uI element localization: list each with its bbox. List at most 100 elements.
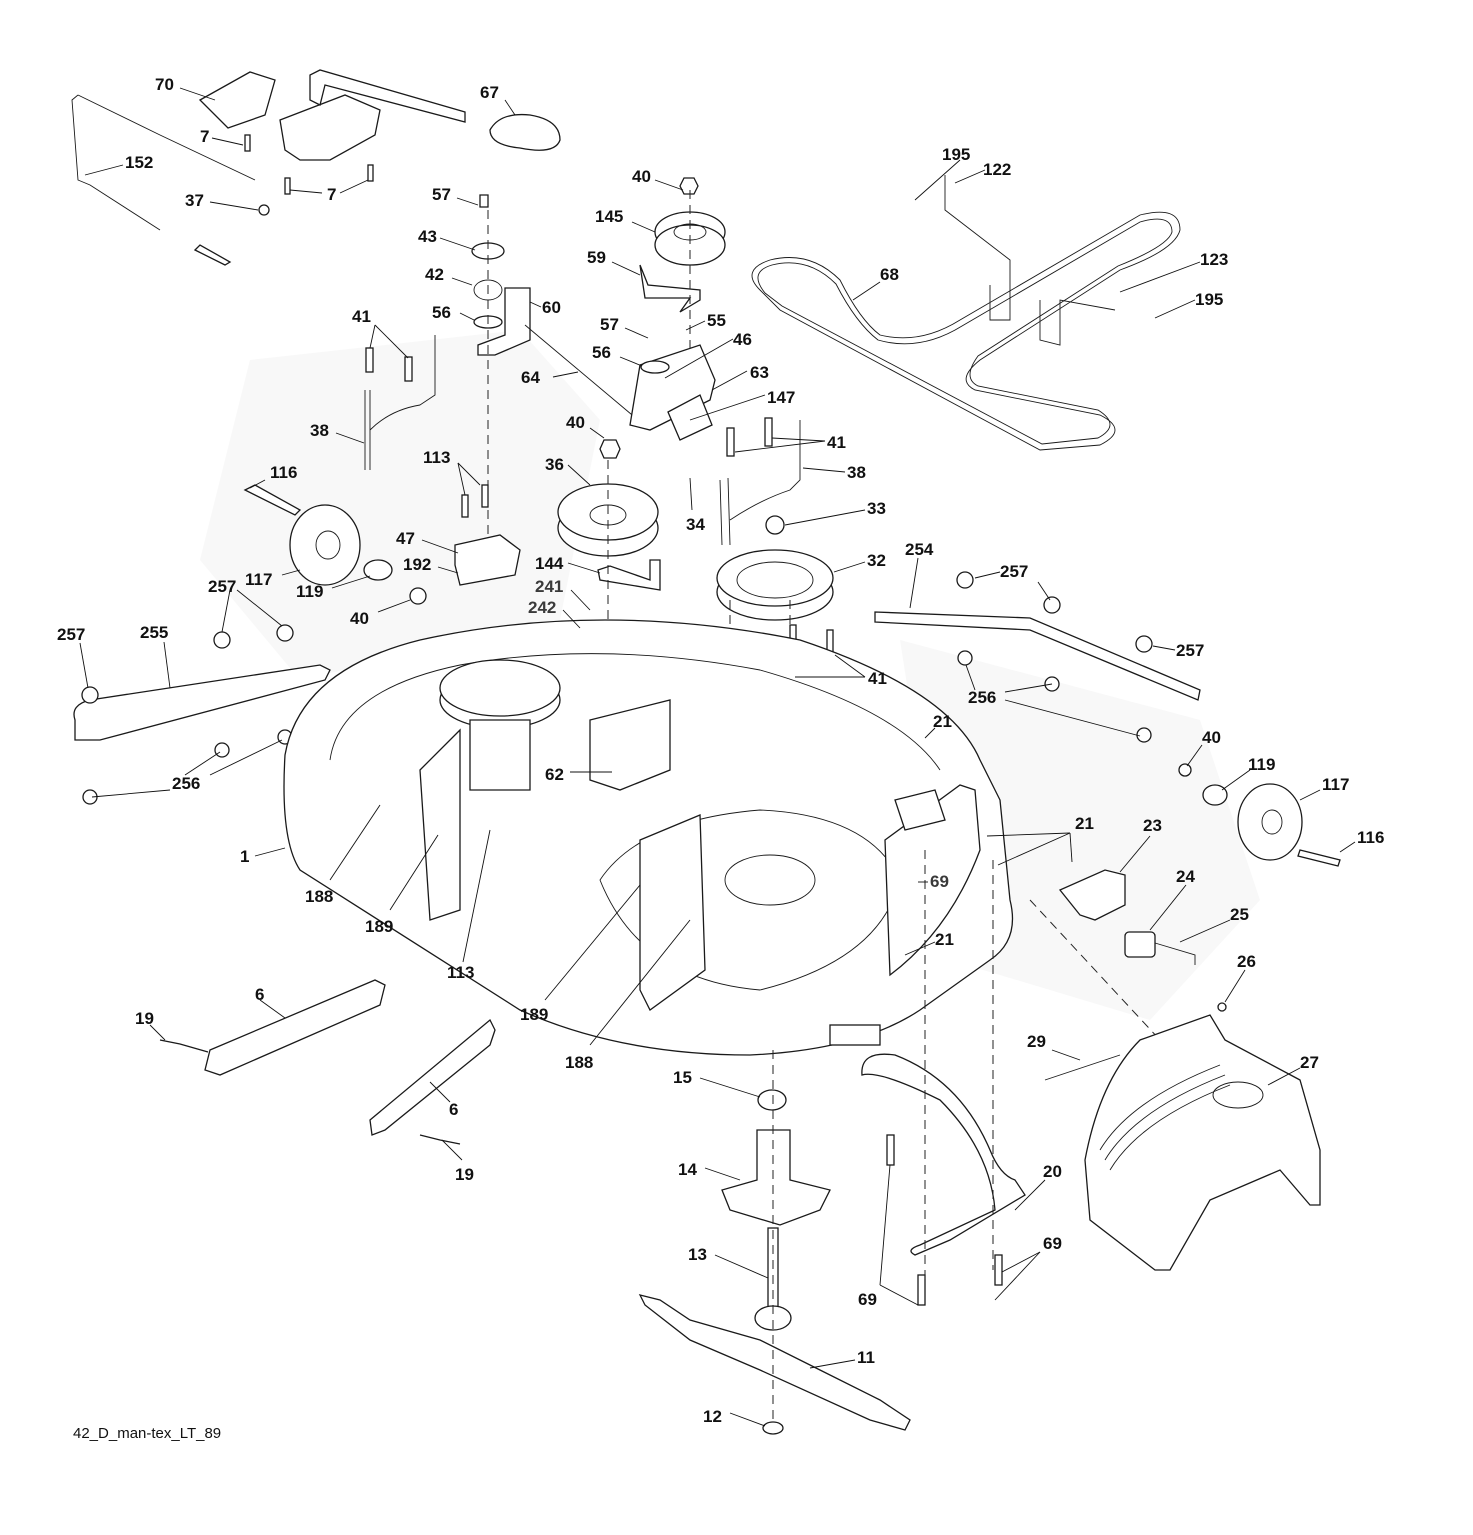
svg-text:41: 41 <box>827 433 846 452</box>
callout-36: 36 <box>545 455 591 486</box>
svg-text:32: 32 <box>867 551 886 570</box>
deflector-frame <box>861 850 1026 1306</box>
callout-122: 122 <box>954 160 1011 184</box>
svg-text:189: 189 <box>365 917 393 936</box>
svg-text:242: 242 <box>528 598 556 617</box>
svg-text:64: 64 <box>521 368 540 387</box>
svg-text:14: 14 <box>678 1160 697 1179</box>
callout-23: 23 <box>1119 816 1162 873</box>
callout-29: 29 <box>1027 1032 1081 1061</box>
callout-116b: 116 <box>1339 828 1384 853</box>
discharge-chute <box>1044 1002 1321 1271</box>
svg-text:26: 26 <box>1237 952 1256 971</box>
svg-text:256: 256 <box>172 774 200 793</box>
svg-text:119: 119 <box>296 582 323 601</box>
svg-text:11: 11 <box>857 1348 875 1367</box>
callout-34: 34 <box>686 477 705 534</box>
svg-text:43: 43 <box>418 227 437 246</box>
svg-text:192: 192 <box>403 555 431 574</box>
callout-119a: 119 <box>296 575 371 601</box>
callout-63: 63 <box>711 363 769 391</box>
svg-text:56: 56 <box>592 343 611 362</box>
callout-145: 145 <box>595 207 656 233</box>
callout-33: 33 <box>784 499 886 526</box>
svg-text:40: 40 <box>566 413 585 432</box>
callout-40a: 40 <box>632 167 684 191</box>
spindle-assembly <box>638 1050 911 1435</box>
callout-26: 26 <box>1224 952 1256 1003</box>
callout-69a: 69 <box>918 872 949 891</box>
callout-257c: 257 <box>57 625 89 689</box>
svg-text:257: 257 <box>1000 562 1028 581</box>
svg-text:21: 21 <box>1075 814 1094 833</box>
svg-text:57: 57 <box>600 315 619 334</box>
stabilizer-bars <box>73 571 1201 805</box>
callout-57b: 57 <box>600 315 649 339</box>
svg-text:60: 60 <box>542 298 561 317</box>
svg-text:1: 1 <box>240 847 249 866</box>
svg-text:41: 41 <box>868 669 887 688</box>
svg-text:68: 68 <box>880 265 899 284</box>
svg-text:33: 33 <box>867 499 886 518</box>
callout-60: 60 <box>529 298 561 317</box>
svg-text:23: 23 <box>1143 816 1162 835</box>
callout-70: 70 <box>155 75 216 101</box>
callout-256a: 256 <box>91 739 283 798</box>
svg-text:254: 254 <box>905 540 934 559</box>
bracket-47-192 <box>454 484 521 586</box>
svg-text:40: 40 <box>1202 728 1221 747</box>
svg-text:40: 40 <box>350 609 369 628</box>
callout-41b: 41 <box>734 433 846 453</box>
svg-text:257: 257 <box>1176 641 1204 660</box>
callout-6b: 6 <box>429 1081 458 1119</box>
svg-text:15: 15 <box>673 1068 692 1087</box>
svg-text:36: 36 <box>545 455 564 474</box>
idler-arm-right-assembly <box>629 177 726 441</box>
svg-text:46: 46 <box>733 330 752 349</box>
callout-15: 15 <box>673 1068 761 1098</box>
belt-and-guides <box>751 175 1181 451</box>
svg-text:116: 116 <box>270 463 297 482</box>
svg-text:189: 189 <box>520 1005 548 1024</box>
callout-40d: 40 <box>1186 728 1221 767</box>
callout-24: 24 <box>1149 867 1195 931</box>
svg-text:38: 38 <box>847 463 866 482</box>
svg-text:62: 62 <box>545 765 564 784</box>
callout-192: 192 <box>403 555 459 574</box>
callout-6a: 6 <box>255 985 286 1019</box>
svg-text:257: 257 <box>208 577 236 596</box>
svg-text:13: 13 <box>688 1245 707 1264</box>
callout-19a: 19 <box>135 1009 166 1041</box>
callout-7b: 7 <box>289 179 369 204</box>
callout-69c: 69 <box>994 1234 1062 1301</box>
callout-47: 47 <box>396 529 459 554</box>
callout-195a: 195 <box>914 145 970 201</box>
callout-41a: 41 <box>352 307 409 359</box>
svg-text:116: 116 <box>1357 828 1384 847</box>
svg-text:69: 69 <box>930 872 949 891</box>
svg-text:69: 69 <box>1043 1234 1062 1253</box>
svg-text:256: 256 <box>968 688 996 707</box>
callout-37: 37 <box>185 191 259 211</box>
callout-19b: 19 <box>441 1139 474 1184</box>
callout-43: 43 <box>418 227 476 251</box>
svg-text:41: 41 <box>352 307 371 326</box>
callout-144: 144 <box>535 554 601 574</box>
callout-59: 59 <box>587 248 641 276</box>
callout-117b: 117 <box>1299 775 1349 801</box>
callout-69b: 69 <box>858 1164 919 1309</box>
callout-257b: 257 <box>1152 641 1204 660</box>
callout-116a: 116 <box>249 463 297 489</box>
callout-57a: 57 <box>432 185 479 206</box>
svg-text:119: 119 <box>1248 755 1275 774</box>
svg-text:21: 21 <box>933 712 952 731</box>
callout-241: 241 <box>535 577 591 611</box>
callout-41c: 41 <box>795 654 887 688</box>
callout-1: 1 <box>240 847 286 866</box>
callout-20: 20 <box>1014 1162 1062 1211</box>
callout-195b: 195 <box>1154 290 1223 319</box>
callout-113b: 113 <box>447 829 491 982</box>
svg-text:20: 20 <box>1043 1162 1062 1181</box>
svg-text:55: 55 <box>707 311 726 330</box>
